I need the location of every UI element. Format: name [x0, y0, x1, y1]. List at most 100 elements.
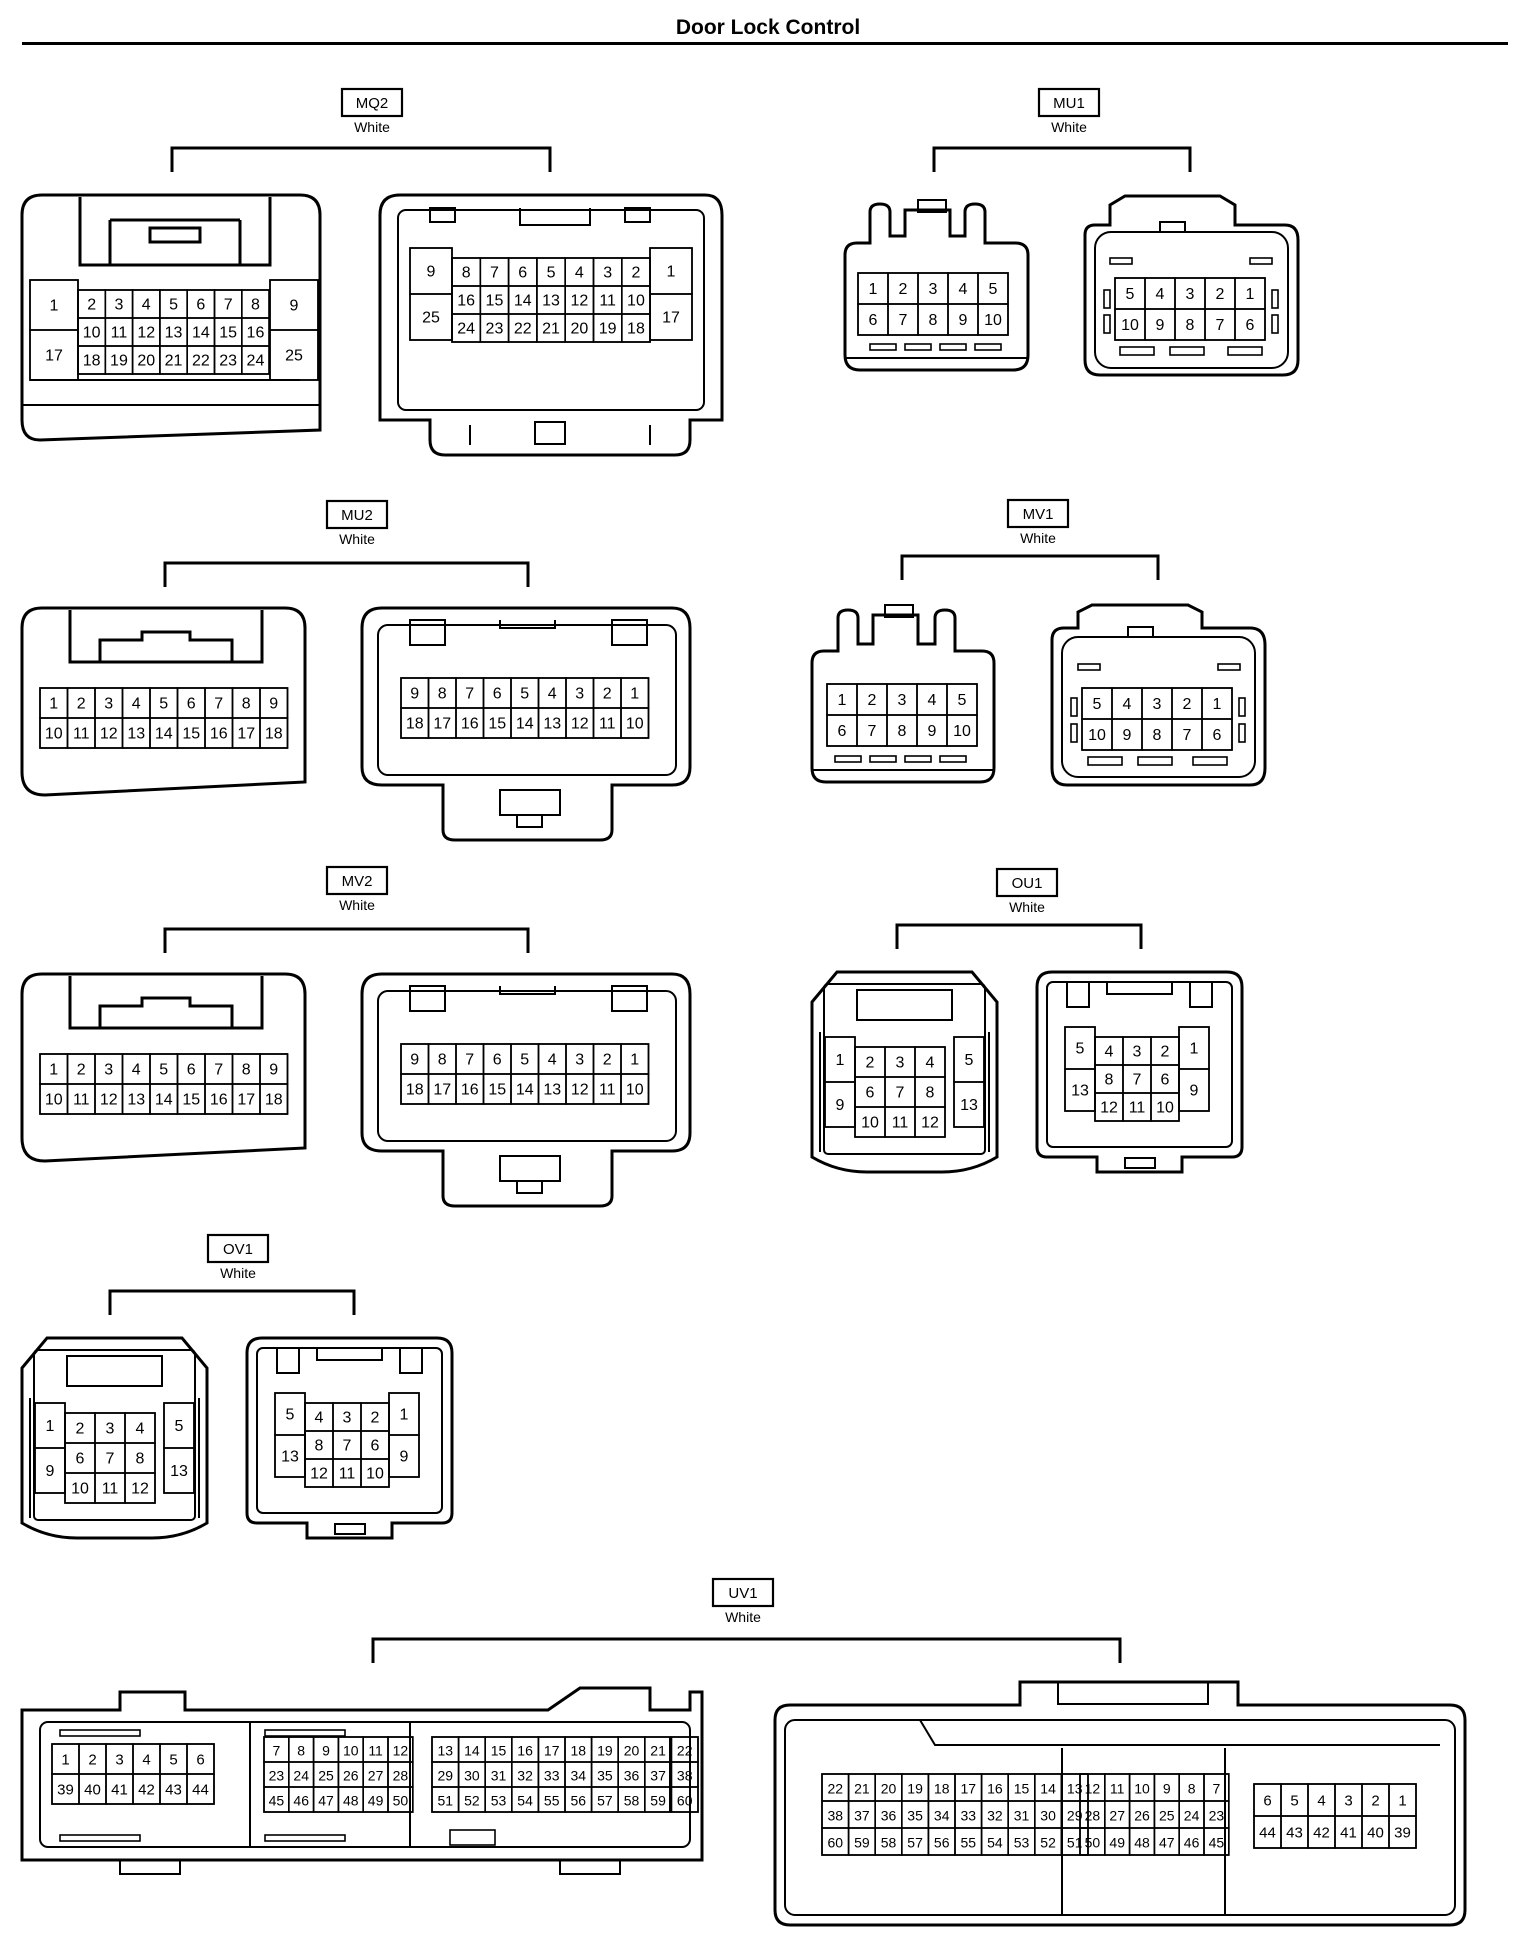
pin-number: 4	[1123, 696, 1132, 713]
pin-number: 5	[520, 686, 529, 703]
pin-number: 13	[542, 293, 560, 310]
pin-number: 11	[599, 1082, 616, 1099]
housing-inner	[33, 1349, 196, 1521]
housing-notch	[624, 207, 651, 223]
pin-number: 4	[142, 297, 151, 314]
housing-slot	[59, 1729, 141, 1737]
pin-number: 4	[142, 1752, 150, 1769]
pin-number: 10	[343, 1743, 359, 1759]
housing-slot	[974, 343, 1002, 351]
housing-slot	[59, 1834, 141, 1842]
housing-foot	[119, 1859, 181, 1875]
connector-housing	[20, 1686, 704, 1862]
housing-inner	[377, 990, 677, 1142]
pin-number: 23	[1209, 1808, 1225, 1824]
pin-number: 9	[322, 1743, 330, 1759]
pin-number: 7	[343, 1438, 352, 1455]
pin-number: 12	[137, 325, 155, 342]
pin-cell	[259, 717, 289, 749]
housing-foot	[559, 1859, 621, 1875]
housing-notch	[1159, 221, 1186, 233]
pin-number: 15	[488, 1082, 506, 1099]
housing-slot	[264, 1729, 346, 1737]
connector-housing	[843, 202, 1030, 372]
pin-number: 3	[898, 692, 907, 709]
pin-number: 51	[1067, 1835, 1083, 1851]
pin-number: 18	[406, 1082, 424, 1099]
pin-number: 1	[1190, 1041, 1199, 1058]
pin-number: 2	[1183, 696, 1192, 713]
pin-number: 14	[514, 293, 532, 310]
housing-key	[519, 208, 591, 226]
housing-slot	[904, 343, 932, 351]
housing-clip-tab	[516, 1180, 543, 1194]
pin-number: 20	[881, 1781, 897, 1797]
pin-number: 3	[104, 1062, 113, 1079]
pin-number: 7	[273, 1743, 281, 1759]
pin-number: 4	[548, 1052, 557, 1069]
pin-number: 17	[433, 1082, 451, 1099]
pin-number: 11	[73, 1092, 90, 1109]
pin-number: 13	[281, 1449, 299, 1466]
pin-number: 17	[237, 726, 255, 743]
pin-number: 27	[1109, 1808, 1125, 1824]
pin-number: 31	[491, 1768, 507, 1784]
pin-cell	[649, 293, 693, 341]
pin-cell	[1060, 1827, 1089, 1856]
pin-number: 25	[318, 1768, 334, 1784]
pin-number: 12	[100, 726, 118, 743]
pin-number: 5	[175, 1418, 184, 1435]
pin-number: 6	[196, 297, 205, 314]
housing-notch	[611, 985, 648, 1012]
pin-number: 9	[836, 1097, 845, 1114]
housing-notch	[1189, 981, 1213, 1008]
pin-number: 2	[1161, 1044, 1170, 1061]
pin-number: 24	[1184, 1808, 1200, 1824]
pin-number: 53	[491, 1793, 507, 1809]
pin-number: 13	[127, 726, 145, 743]
pin-number: 5	[520, 1052, 529, 1069]
connector-id-box	[1037, 87, 1101, 118]
housing-key	[1057, 1681, 1209, 1705]
pin-number: 1	[49, 696, 58, 713]
pin-cell	[1178, 1068, 1210, 1112]
pin-number: 2	[371, 1410, 380, 1427]
pin-number: 3	[343, 1410, 352, 1427]
pin-number: 3	[1186, 286, 1195, 303]
pin-number: 46	[1184, 1835, 1200, 1851]
pin-cell	[620, 1073, 650, 1105]
pin-number: 31	[1014, 1808, 1030, 1824]
connector-id-box	[325, 499, 389, 530]
pin-number: 12	[1100, 1100, 1118, 1117]
connector-id-box	[340, 87, 404, 118]
pin-cell	[946, 714, 978, 747]
pin-number: 4	[959, 281, 968, 298]
latch-tab	[884, 604, 914, 618]
pin-number: 39	[1394, 1825, 1411, 1842]
housing-slot	[1271, 314, 1279, 334]
pin-number: 11	[1129, 1100, 1146, 1117]
pin-number: 49	[1109, 1835, 1125, 1851]
pin-number: 4	[1156, 286, 1165, 303]
pin-number: 8	[242, 1062, 251, 1079]
housing-slot	[834, 755, 862, 763]
pin-number: 8	[1188, 1781, 1196, 1797]
pin-number: 12	[571, 1082, 589, 1099]
pin-number: 2	[87, 297, 96, 314]
pin-number: 5	[286, 1407, 295, 1424]
connector-housing	[20, 193, 322, 442]
pin-number: 5	[159, 696, 168, 713]
latch-tab	[148, 226, 202, 244]
pin-number: 58	[881, 1835, 897, 1851]
housing-slot	[1249, 257, 1273, 265]
housing-notch	[1066, 981, 1090, 1008]
pin-number: 22	[677, 1743, 693, 1759]
pin-number: 6	[493, 686, 502, 703]
pin-number: 16	[247, 325, 265, 342]
pin-number: 3	[896, 1055, 905, 1072]
latch-tab	[917, 199, 947, 213]
pin-number: 29	[1067, 1808, 1083, 1824]
pin-number: 10	[366, 1466, 384, 1483]
pin-cell	[241, 345, 270, 375]
housing-notch	[276, 1347, 300, 1374]
